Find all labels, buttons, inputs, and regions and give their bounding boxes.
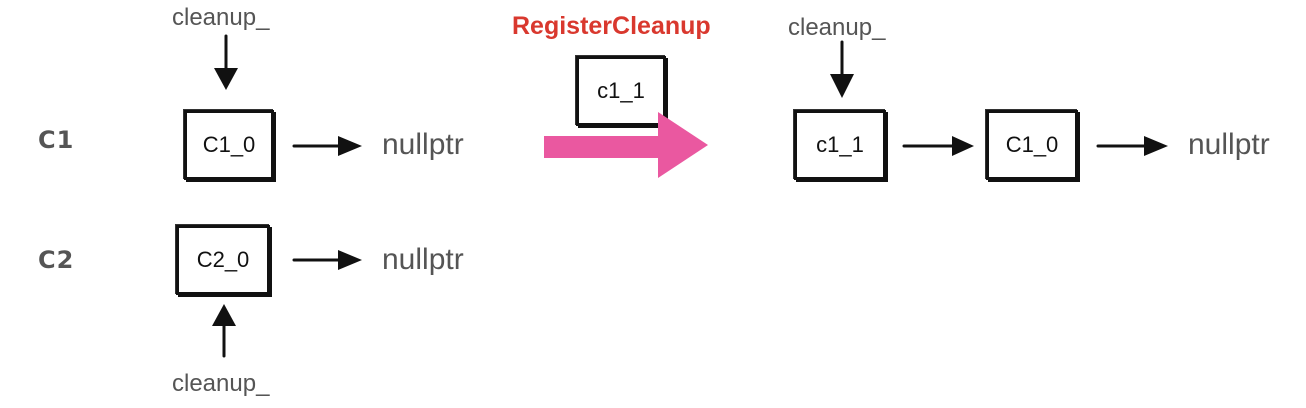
pointer-arrow-c1: [214, 34, 238, 90]
node-c2-0: C2_0: [176, 225, 270, 295]
node-c1-0: C1_0: [184, 110, 274, 180]
register-cleanup-label: RegisterCleanup: [512, 12, 711, 40]
row-label-c1: C1: [38, 126, 75, 154]
new-node-c1-1: c1_1: [576, 56, 666, 126]
node-after-c1-1: c1_1: [794, 110, 886, 180]
next-arrow-after-1: [902, 136, 974, 156]
nullptr-label-after: nullptr: [1188, 128, 1270, 161]
next-arrow-after-2: [1096, 136, 1168, 156]
cleanup-pointer-label-c2: cleanup_: [172, 370, 270, 397]
row-label-c2: C2: [38, 246, 75, 274]
nullptr-label-c2: nullptr: [382, 243, 464, 276]
node-label: C1_0: [202, 132, 256, 157]
node-label: C2_0: [196, 247, 250, 272]
next-arrow-c2: [292, 250, 362, 270]
node-label: c1_1: [816, 132, 864, 157]
pointer-arrow-c2: [212, 304, 236, 358]
nullptr-label-c1: nullptr: [382, 128, 464, 161]
next-arrow-c1-before: [292, 136, 362, 156]
transition-arrow: [544, 112, 708, 178]
node-label: C1_0: [1005, 132, 1059, 157]
pointer-arrow-after: [830, 40, 854, 98]
node-after-c1-0: C1_0: [986, 110, 1078, 180]
cleanup-pointer-label-c1: cleanup_: [172, 4, 270, 31]
cleanup-pointer-label-after: cleanup_: [788, 14, 886, 41]
node-label: c1_1: [597, 78, 645, 103]
